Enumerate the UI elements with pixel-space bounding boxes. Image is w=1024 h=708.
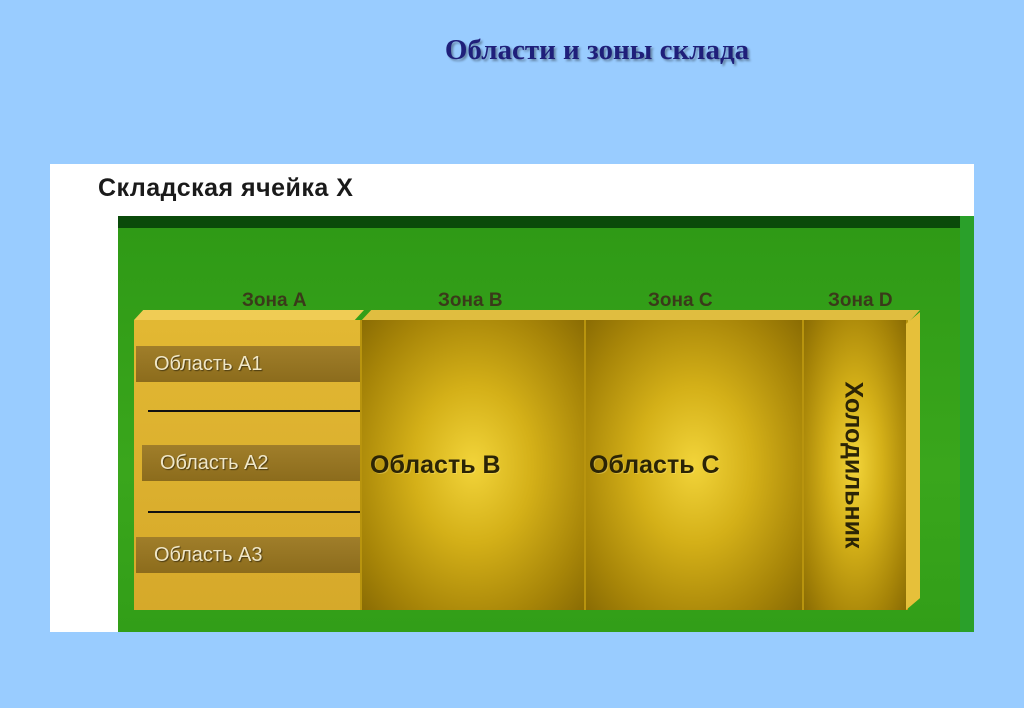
zone-d-area [804,320,906,610]
storage-cell-title: Складская ячейка X [98,174,354,202]
zone-a-label: Зона A [242,290,307,311]
zone-b-area [362,320,584,610]
zone-c-label: Зона C [648,290,713,311]
area-a2-label: Область А2 [142,445,360,481]
zones-bcd-top-face [360,310,920,322]
area-a1-label: Область А1 [136,346,364,382]
area-a3-label: Область А3 [136,537,360,573]
area-c-label: Область С [589,451,720,479]
zones-bcd-right-face [906,312,920,610]
area-b-label: Область В [370,451,501,479]
separator-line [148,511,362,513]
zone-c-area [586,320,802,610]
separator-line [148,410,366,412]
zone-d-label: Зона D [828,290,893,311]
zone-a-top-face [134,310,364,320]
slide-title: Области и зоны склада [444,34,750,66]
cell-box-top [118,216,974,228]
cell-box-side [960,216,974,632]
zone-b-label: Зона B [438,290,503,311]
refrigerator-label: Холодильник [839,381,868,549]
